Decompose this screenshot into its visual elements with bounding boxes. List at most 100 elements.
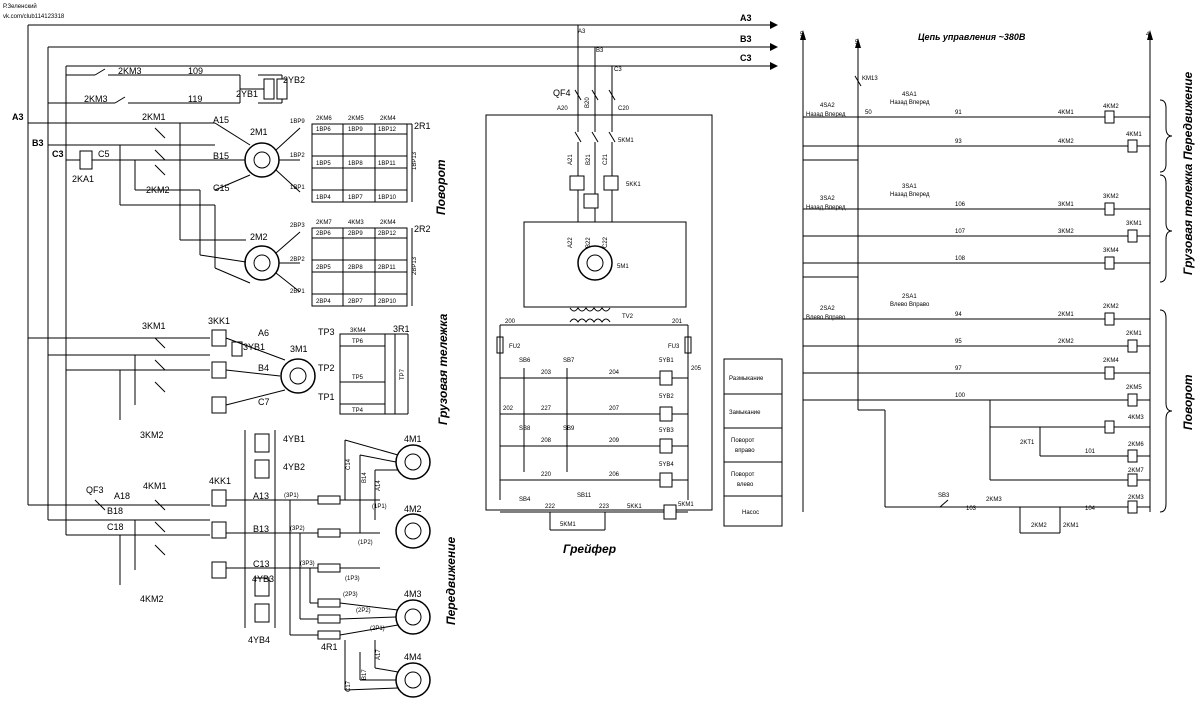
a3-label: A3 [12,112,24,122]
bp2-2-label: 2BP2 [290,257,305,263]
thermal-relay-4kk1-a [211,489,227,507]
sa4-2-dir: Назад Вперед [806,112,846,118]
ka1-label: 2KA1 [72,174,94,184]
tp1-label: TP1 [318,392,335,402]
c21-label: C21 [603,153,609,165]
km4-label: 2KM4 [380,116,396,122]
wire-207: 207 [609,406,620,412]
transformer-secondary [569,307,611,312]
coil-4km3 [1104,420,1115,434]
coil-2km3 [1127,500,1138,514]
bp9-2-label: 2BP9 [348,231,363,237]
ctrl-3km1-a: 3KM1 [1058,202,1074,208]
sb9-label: SB9 [563,426,575,432]
ctrl-3km4-coil: 3KM4 [1103,248,1119,254]
ctrl-4km2-coil: 4KM2 [1103,104,1119,110]
wire-95: 95 [955,339,962,345]
m2-label: 2M2 [250,232,268,242]
tp4-label: TP4 [352,408,364,414]
coil-2km5 [1127,393,1138,407]
current-relay-coil [79,150,93,170]
yb53-label: 5YB3 [659,428,674,434]
sb4-label: SB4 [519,497,531,503]
sb11-label: SB11 [577,493,592,499]
motor-4m3 [395,599,431,635]
qf4-label: QF4 [553,88,571,98]
p12-label: (1P2) [358,540,373,546]
sa2-1-dir: Влево Вправо [890,302,930,308]
m3-label: 3M1 [290,344,308,354]
resistor-3 [317,563,341,573]
c3-label: C3 [52,149,64,159]
b18-label: B18 [107,506,123,516]
ctrl-2km3-coil: 2KM3 [1128,495,1144,501]
ctrl-2km1-a: 2KM1 [1058,312,1074,318]
a17-label: A17 [376,649,382,660]
p32-label: (3P2) [290,526,305,532]
km5c-label: 5KM1 [678,502,694,508]
fu3-label: FU3 [668,344,680,350]
yb41-label: 4YB1 [283,434,305,444]
coil-3km1 [1127,229,1138,243]
a21-label: A21 [568,154,574,165]
ctrl-2km6-coil: 2KM6 [1128,442,1144,448]
bp6-2-label: 2BP6 [316,231,331,237]
ctrl-2km2-a: 2KM2 [1058,339,1074,345]
yb3-label: 3YB1 [243,342,265,352]
contactor-coil-5km1 [663,504,677,520]
c13-label: C13 [253,559,270,569]
wire-203: 203 [541,370,552,376]
a15-label: A15 [213,115,229,125]
yb51-label: 5YB1 [659,358,674,364]
main-buses: A3 B3 C3 [27,13,778,535]
side-rotation: Поворот [1181,374,1195,430]
k3kk1-label: 3KK1 [208,316,230,326]
thermal-relay-3kk1-a [211,329,227,347]
bp12-label: 1BP12 [378,127,397,133]
coil-3km4 [1104,256,1115,270]
brace-rotation [1159,309,1173,513]
control-circuit: Цепь управления ~380В 5 5 4 KM13 4SA2 На… [800,30,1195,534]
wire-104: 104 [1085,506,1096,512]
k4kk1-label: 4KK1 [209,476,231,486]
coil-2km4 [1104,366,1115,380]
coil-2km1 [1127,339,1138,353]
c15-label: C15 [213,183,230,193]
km51-label: 5KM1 [618,138,634,144]
bp4-label: 1BP4 [316,195,331,201]
wire-94: 94 [955,312,962,318]
sa3-1-label: 3SA1 [902,184,917,190]
coil-4km1 [1127,139,1138,153]
bp3-2-label: 2BP3 [290,223,305,229]
p31-label: (3P1) [284,493,299,499]
km4b-label: 2KM4 [380,220,396,226]
km3-label: 2KM3 [118,66,142,76]
bus-c-label: C3 [740,53,752,63]
ctrl-4km1-coil: 4KM1 [1126,132,1142,138]
c-b3: B3 [596,48,604,54]
yb52-label: 5YB2 [659,394,674,400]
valve-coil-5yb2 [659,406,673,422]
brake-coil-4yb2 [254,459,270,479]
thermal-relay-4kk1-c [211,561,227,579]
km1-label: 2KM1 [142,112,166,122]
resistor-4 [317,598,341,608]
r41-label: 4R1 [321,642,338,652]
reversing-contactor-2km [119,127,215,206]
bp8-2-label: 2BP8 [348,265,363,271]
coil-2km6 [1127,449,1138,463]
legend-table: Размыкание Замыкание Поворот вправо Пово… [723,358,783,527]
motor-4m4 [395,662,431,698]
motor-2m1 [244,142,280,178]
wire-205: 205 [691,366,702,372]
b4-label: B4 [258,363,269,373]
p11-label: (1P1) [372,504,387,510]
a6-label: A6 [258,328,269,338]
thermal-relay-5kk1-b [603,175,619,191]
motor-5m1 [577,245,613,281]
km5-label: 2KM5 [348,116,364,122]
p23-label: (2P3) [343,592,358,598]
c18-label: C18 [107,522,124,532]
tp7-label: TP7 [400,368,406,380]
wire-227: 227 [541,406,552,412]
